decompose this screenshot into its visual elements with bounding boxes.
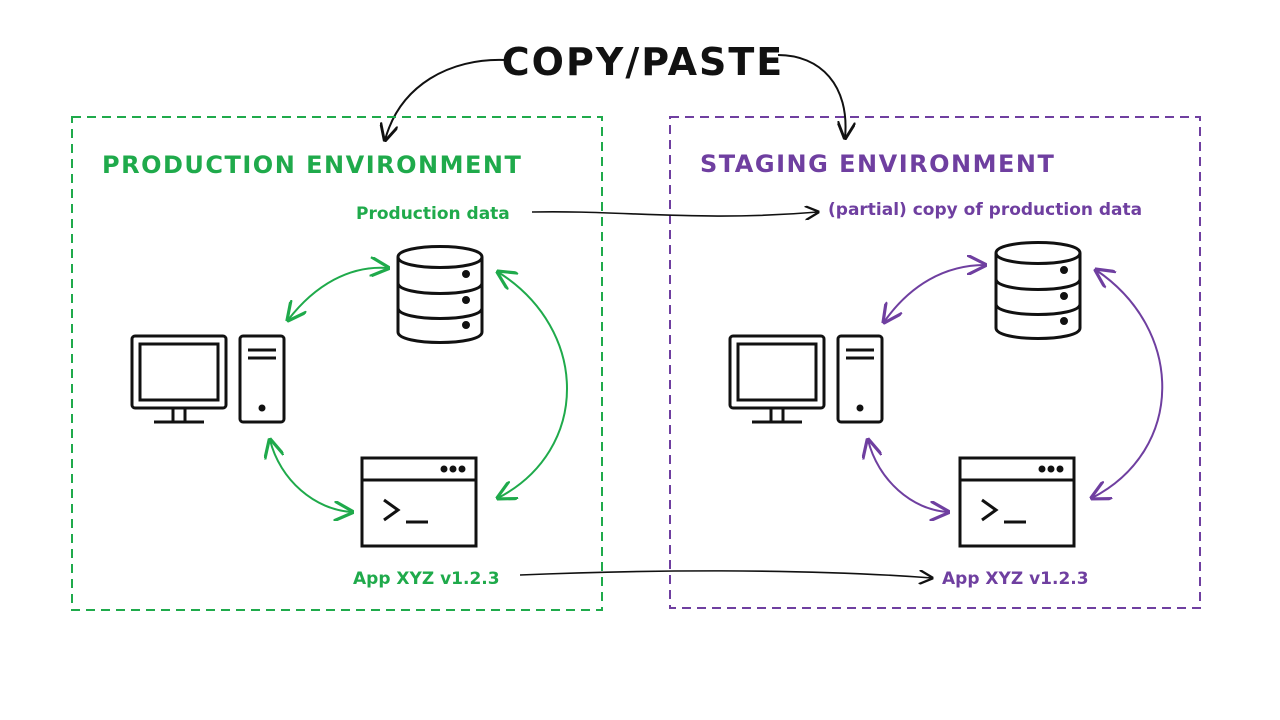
staging-app-label: App XYZ v1.2.3 [942, 569, 1089, 589]
page-title: COPY/PASTE [502, 40, 784, 84]
staging-terminal-window-icon [958, 456, 1076, 548]
staging-computer-icon [728, 334, 884, 424]
copy-arrow-to-production [385, 58, 506, 140]
production-terminal-window-icon [360, 456, 478, 548]
data-copy-arrow [531, 212, 818, 216]
production-app-label: App XYZ v1.2.3 [353, 569, 500, 589]
staging-arrow-computer-database [884, 265, 985, 322]
production-heading: PRODUCTION ENVIRONMENT [102, 151, 522, 179]
staging-heading: STAGING ENVIRONMENT [700, 150, 1055, 178]
production-arrow-database-app [498, 272, 568, 498]
staging-boundary [669, 116, 1201, 609]
production-arrow-computer-database [288, 268, 388, 320]
production-database-icon [396, 245, 484, 344]
staging-arrow-database-app [1092, 270, 1164, 498]
staging-database-icon [994, 241, 1082, 340]
staging-data-label: (partial) copy of production data [828, 200, 1142, 220]
app-copy-arrow [519, 571, 932, 578]
production-environment: PRODUCTION ENVIRONMENT Production data A… [71, 116, 603, 611]
staging-arrow-computer-app [868, 440, 948, 512]
staging-environment: STAGING ENVIRONMENT (partial) copy of pr… [669, 116, 1201, 609]
production-boundary [71, 116, 603, 611]
production-computer-icon [130, 334, 286, 424]
paste-arrow-to-staging [777, 54, 846, 138]
production-arrow-computer-app [270, 440, 352, 512]
production-data-label: Production data [356, 204, 510, 224]
